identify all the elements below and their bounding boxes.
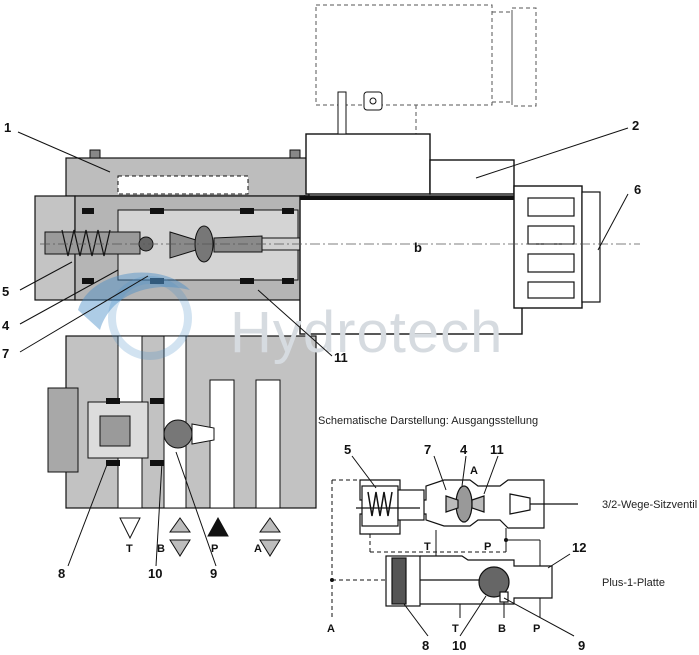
callout-11: 11 (334, 350, 348, 365)
schem-port-b: B (498, 623, 506, 635)
port-b-symbol (169, 517, 191, 533)
schem-port-t: T (452, 623, 459, 635)
schematic-valve-label: 3/2-Wege-Sitzventil (602, 499, 697, 511)
schematic: Schematische Darstellung: Ausgangsstellu… (318, 415, 697, 653)
port-a-symbol (259, 517, 281, 533)
callout-2: 2 (632, 118, 639, 133)
schematic-spring (367, 491, 393, 517)
plug-outline (315, 4, 537, 135)
callout-6: 6 (634, 182, 641, 197)
schem-callout-7: 7 (424, 442, 431, 457)
ports-main: T B P A (119, 516, 281, 557)
schematic-title: Schematische Darstellung: Ausgangsstellu… (318, 415, 538, 427)
port-b-label: B (157, 543, 165, 555)
callout-7: 7 (2, 346, 9, 361)
valve-body-top (65, 149, 310, 197)
valve-body (34, 194, 346, 302)
schem-port-p-top: P (484, 541, 491, 553)
leader-lines (17, 127, 629, 567)
port-t-label: T (126, 543, 133, 555)
schem-callout-4: 4 (460, 442, 468, 457)
schematic-plate-label: Plus-1-Platte (602, 577, 665, 589)
schem-port-a-top: A (470, 465, 478, 477)
port-t-symbol (119, 517, 141, 540)
port-p-symbol (207, 516, 229, 537)
callouts-main: 1 2 6 5 4 7 11 8 10 9 (2, 118, 641, 581)
schem-port-p: P (533, 623, 540, 635)
schem-port-t-top: T (424, 541, 431, 553)
callout-10: 10 (148, 566, 162, 581)
callout-9: 9 (210, 566, 217, 581)
callout-1: 1 (4, 120, 11, 135)
schem-callout-12: 12 (572, 540, 586, 555)
plus-one-plate (47, 335, 317, 509)
schem-callout-5: 5 (344, 442, 351, 457)
schem-port-a: A (327, 623, 335, 635)
manual-override-cap (513, 185, 601, 309)
schem-callout-10: 10 (452, 638, 466, 653)
schem-callout-9: 9 (578, 638, 585, 653)
callout-4: 4 (2, 318, 10, 333)
watermark: Hydrotech (78, 272, 503, 365)
callout-5: 5 (2, 284, 9, 299)
solenoid (299, 91, 523, 335)
schem-callout-11: 11 (490, 442, 504, 457)
port-a-label: A (254, 543, 262, 555)
watermark-text: Hydrotech (230, 300, 503, 365)
schematic-lines (331, 455, 575, 637)
callout-8: 8 (58, 566, 65, 581)
schem-callout-8: 8 (422, 638, 429, 653)
axis-b: b (40, 240, 640, 255)
port-p-label: P (211, 543, 218, 555)
schematic-plate (385, 555, 553, 607)
label-b: b (414, 240, 422, 255)
